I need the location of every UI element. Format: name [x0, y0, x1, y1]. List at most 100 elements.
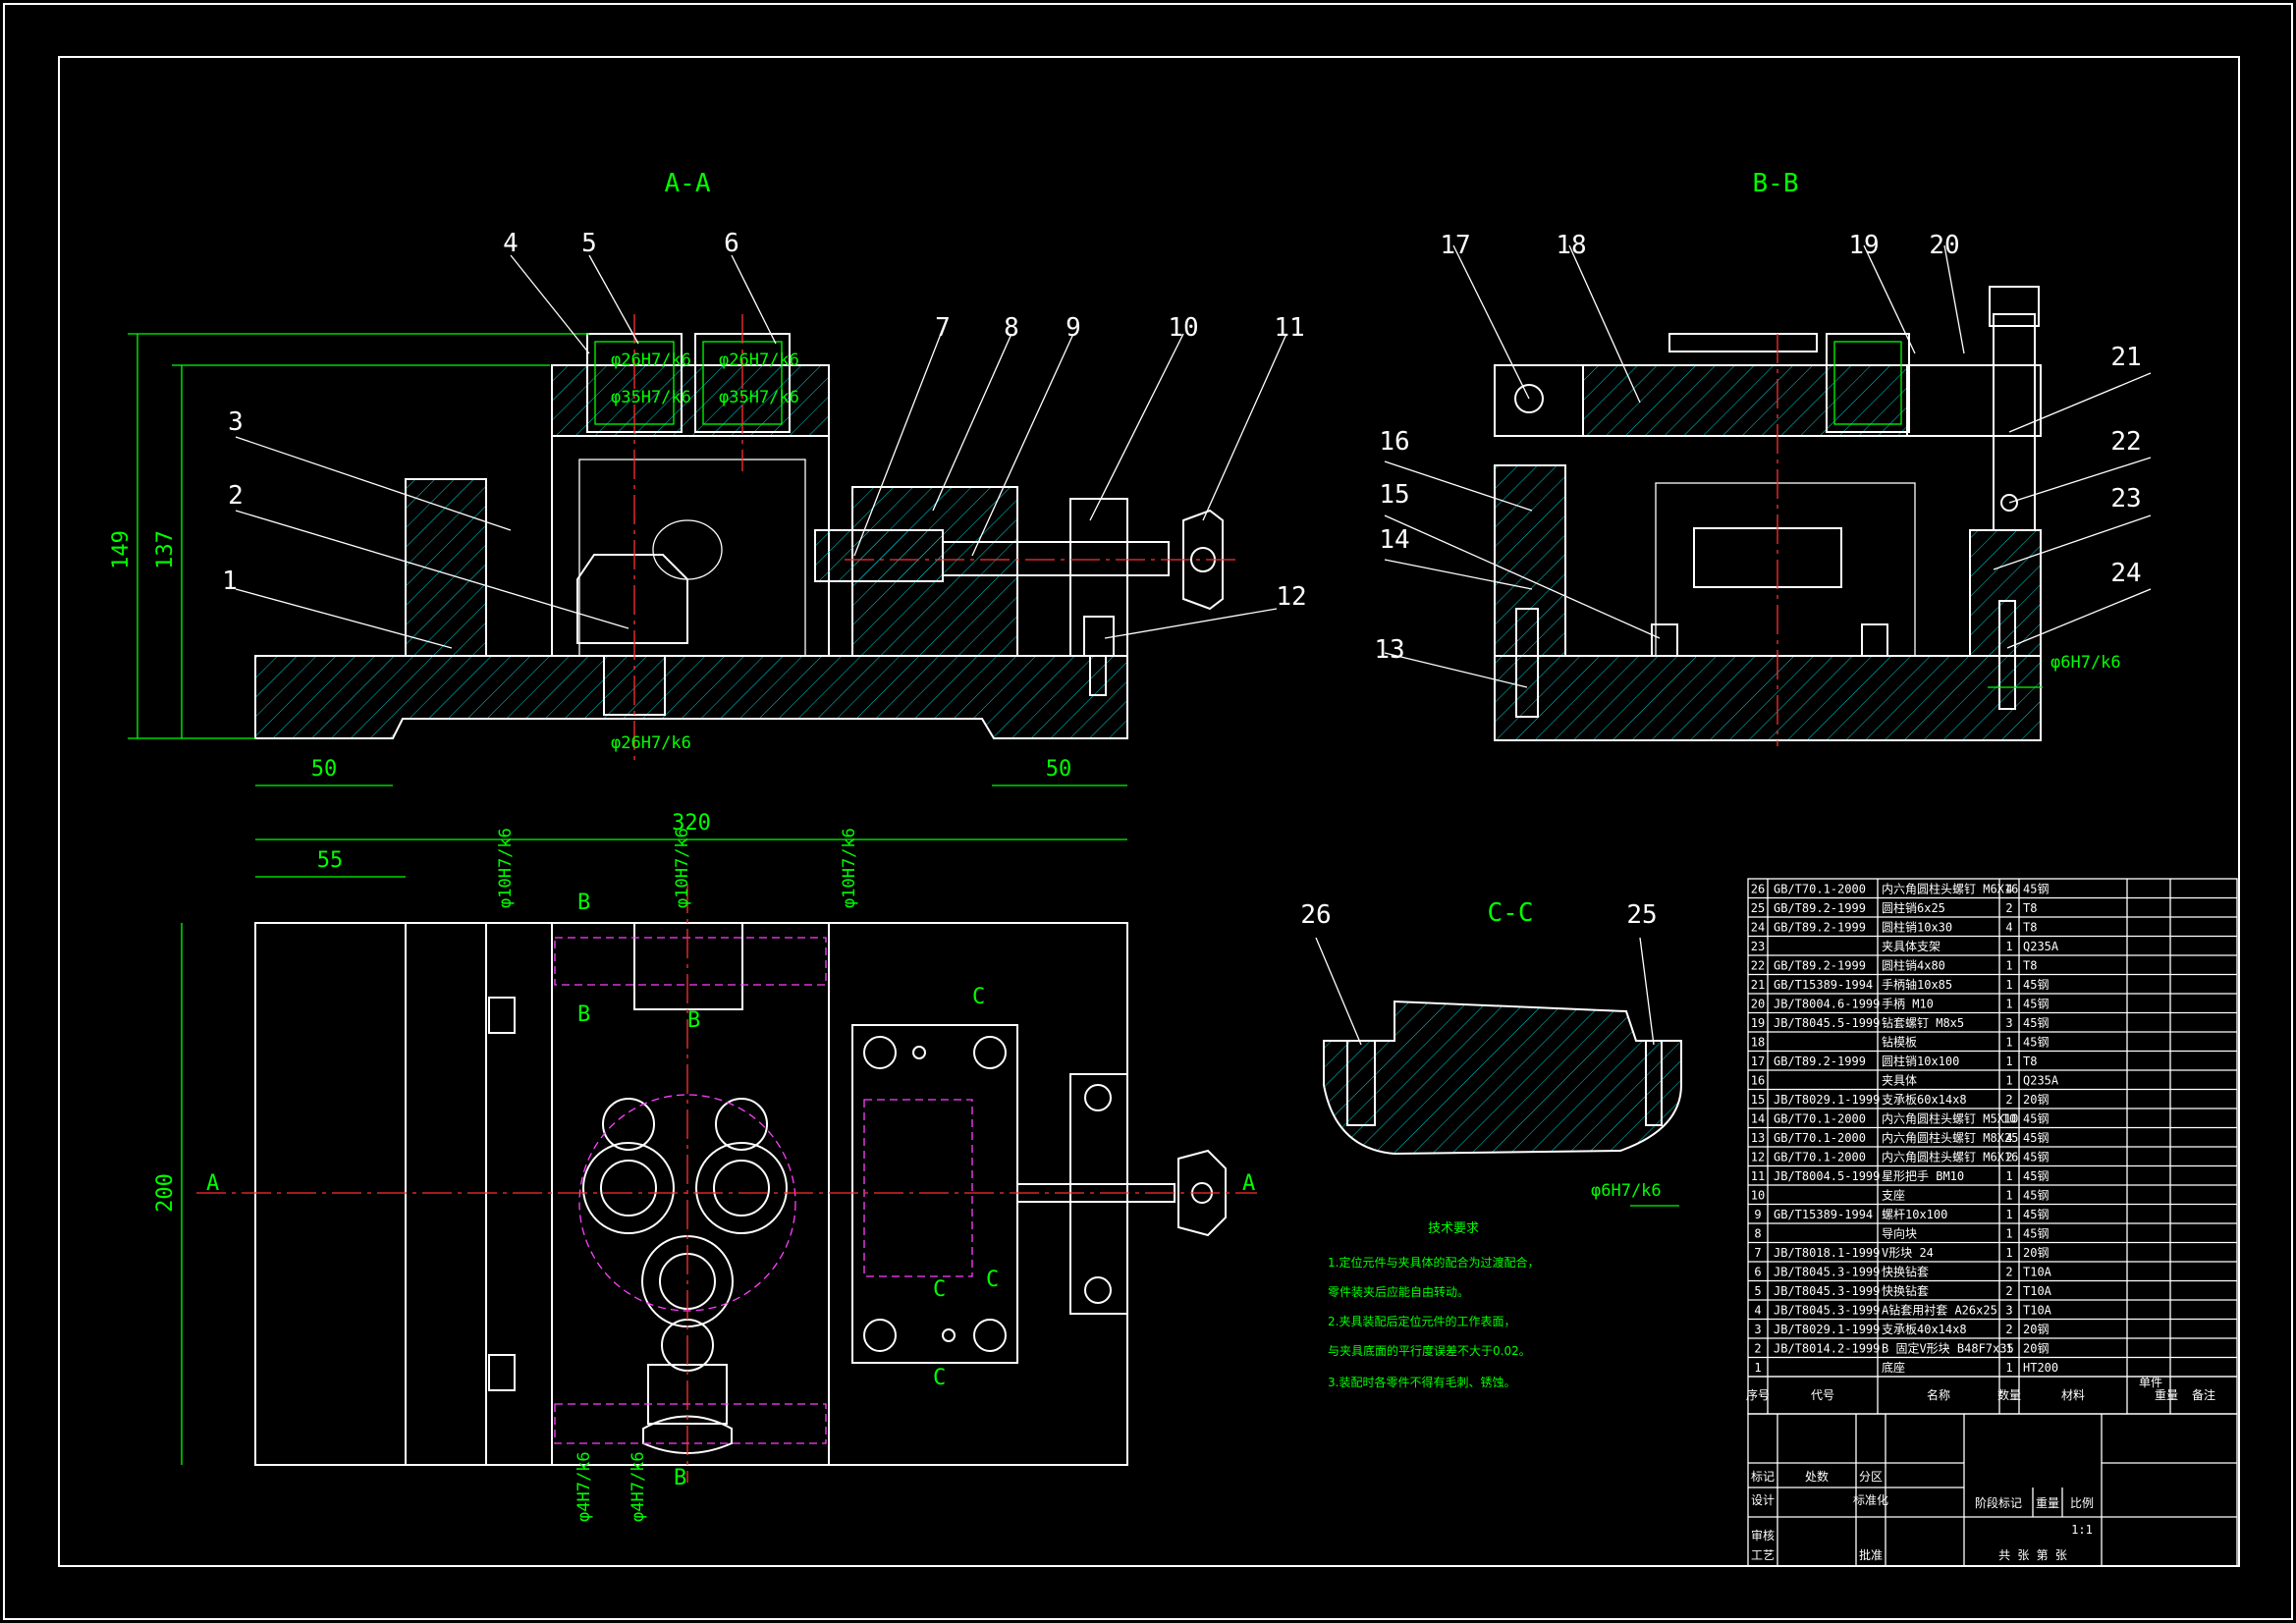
tb-count: 处数: [1805, 1469, 1829, 1484]
tb-review: 审核: [1751, 1528, 1775, 1542]
marker-b-3: B: [687, 1008, 700, 1033]
bom-cell: B 固定V形块 B48F7x35: [1882, 1341, 2014, 1356]
bom-cell: 23: [1751, 940, 1765, 953]
callout-26: 26: [1300, 900, 1331, 930]
bom-cell: 钻套螺钉 M8x5: [1882, 1015, 1964, 1030]
bom-cell: GB/T15389-1994: [1774, 978, 1873, 992]
bom-cell: 7: [1754, 1246, 1761, 1260]
bom-h-name: 名称: [1927, 1387, 1950, 1402]
bom-cell: 3: [1754, 1323, 1761, 1336]
fit-phi4-left: φ4H7/k6: [574, 1451, 594, 1522]
bom-cell: 11: [1751, 1169, 1765, 1183]
view-plan: 320 55 200 φ10H7/k6 φ10H7/k6 φ10H7/k6 φ4…: [153, 811, 1257, 1522]
bom-h-no: 序号: [1746, 1387, 1770, 1402]
bom-cell: 45钢: [2023, 1131, 2049, 1145]
bom-cell: 钻模板: [1882, 1035, 1917, 1050]
bb-screw-14b: [1861, 623, 1888, 657]
bom-cell: 20: [1751, 998, 1765, 1011]
bom-cell: JB/T8004.6-1999: [1774, 998, 1880, 1011]
left-upright: [405, 478, 487, 657]
callout-23: 23: [2110, 484, 2141, 514]
view-label-bb: B-B: [1753, 169, 1799, 198]
callout-20: 20: [1929, 231, 1959, 260]
plan-base-outline: [254, 922, 1128, 1466]
callout-16: 16: [1379, 427, 1409, 457]
callout-21: 21: [2110, 343, 2141, 372]
bom-cell: 5: [1754, 1284, 1761, 1298]
plan-screw-3: [863, 1319, 897, 1352]
marker-a-right: A: [1242, 1171, 1255, 1196]
dim-137: 137: [153, 530, 178, 569]
bom-cell: GB/T89.2-1999: [1774, 959, 1866, 973]
bom-cell: 2: [2005, 1093, 2012, 1107]
star-knob-11: [1182, 509, 1224, 611]
bom-cell: 22: [1751, 959, 1765, 973]
bolt-12-shank: [1089, 655, 1107, 696]
tb-scale-val: 1:1: [2071, 1523, 2093, 1537]
bom-cell: 2: [2005, 1284, 2012, 1298]
tech-line-4: 与夹具底面的平行度误差不大于0.02。: [1328, 1343, 1531, 1358]
bom-cell: 14: [1751, 1112, 1765, 1126]
bom-cell: 夹具体: [1882, 1074, 1917, 1088]
bom-h-material: 材料: [2061, 1388, 2085, 1402]
bom-cell: 1: [2005, 1036, 2012, 1050]
callout-1: 1: [222, 567, 238, 596]
bom-cell: 2: [2005, 1151, 2012, 1164]
plan-guide-block: [851, 1024, 1018, 1364]
callout-25: 25: [1626, 900, 1657, 930]
plan-pin-2: [488, 1354, 516, 1391]
bom-h-code: 代号: [1811, 1388, 1834, 1402]
bom-cell: 1: [2005, 1227, 2012, 1241]
bom-cell: 1: [2005, 1208, 2012, 1221]
fit-phi26-a: φ26H7/k6: [611, 351, 691, 370]
fit-phi35-a: φ35H7/k6: [611, 388, 691, 407]
tb-std: 标准化: [1853, 1493, 1888, 1507]
bom-cell: 45钢: [2023, 1189, 2049, 1203]
dim-50-left: 50: [311, 757, 338, 782]
bom-cell: 12: [1751, 1151, 1765, 1164]
callout-15: 15: [1379, 480, 1409, 510]
workpiece-circle: [652, 519, 723, 580]
callout-14: 14: [1379, 525, 1409, 555]
bom-cell: 1: [2005, 940, 2012, 953]
bom-cell: JB/T8045.5-1999: [1774, 1016, 1880, 1030]
bom-cell: T10A: [2023, 1266, 2052, 1279]
marker-b-1: B: [577, 891, 590, 915]
bom-cell: T8: [2023, 959, 2037, 973]
bom-cell: 3: [2005, 1016, 2012, 1030]
plan-screw-4: [973, 1319, 1007, 1352]
plan-boss-1: [602, 1098, 655, 1151]
plan-handle: [642, 1415, 733, 1454]
hidden-top-slot: [554, 937, 827, 986]
bom-cell: 45钢: [2023, 1016, 2049, 1030]
bom-cell: 2: [2005, 1266, 2012, 1279]
dim-50-right: 50: [1046, 757, 1072, 782]
bom-cell: JB/T8045.3-1999: [1774, 1304, 1880, 1318]
bom-cell: 1: [2005, 959, 2012, 973]
plan-drill-plate: [633, 922, 743, 1010]
bom-cell: 1: [2005, 998, 2012, 1011]
tb-stage: 阶段标记: [1975, 1495, 2022, 1510]
callout-5: 5: [581, 229, 597, 258]
bom-cell: JB/T8045.3-1999: [1774, 1266, 1880, 1279]
bom-cell: V形块 24: [1882, 1246, 1934, 1260]
bb-workpiece: [1693, 527, 1842, 588]
bom-cell: 快换钻套: [1882, 1265, 1929, 1279]
fit-phi4-right: φ4H7/k6: [629, 1451, 648, 1522]
bb-bushing-inner: [1833, 341, 1902, 425]
tech-requirements: 技术要求 1.定位元件与夹具体的配合为过渡配合， 零件装夹后应能自由转动。 2.…: [1328, 1221, 1539, 1389]
bom-cell: T10A: [2023, 1284, 2052, 1298]
bom-cell: Q235A: [2023, 940, 2059, 953]
bom-cell: 20钢: [2023, 1093, 2049, 1107]
bom-cell: 支承板40x14x8: [1882, 1323, 1967, 1336]
fit-phi10-1: φ10H7/k6: [496, 828, 516, 908]
bom-cell: 2: [2005, 1323, 2012, 1336]
bom-cell: 圆柱销10x100: [1882, 1054, 1959, 1068]
bom-cell: 4: [1754, 1304, 1761, 1318]
bom-cell: 4: [2005, 921, 2012, 935]
bom-cell: 支承板60x14x8: [1882, 1093, 1967, 1107]
outer-border: [3, 3, 2293, 1620]
callout-17: 17: [1440, 231, 1470, 260]
plan-screw-6: [1084, 1276, 1112, 1304]
fit-phi35-b: φ35H7/k6: [719, 388, 799, 407]
